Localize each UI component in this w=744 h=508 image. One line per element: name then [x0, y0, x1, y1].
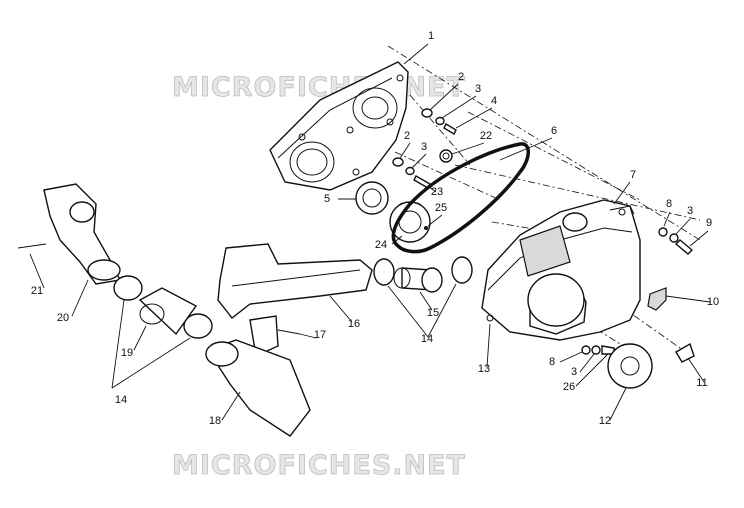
hose-clamps-right [373, 256, 473, 286]
callout-c14a: 14 [421, 333, 433, 345]
screw-17 [277, 329, 301, 335]
washer-bolt-set-right [658, 227, 694, 255]
watermark-top: MICROFICHES.NET [172, 72, 466, 103]
leader-lines [29, 43, 711, 421]
drive-belt [391, 142, 530, 254]
callout-c2a: 2 [458, 71, 464, 83]
callout-c1: 1 [428, 30, 434, 42]
callout-c26: 26 [563, 381, 575, 393]
callout-c4: 4 [491, 95, 497, 107]
retainer [675, 342, 695, 363]
watermark-bottom: MICROFICHES.NET [172, 450, 466, 481]
callout-c3d: 3 [571, 366, 577, 378]
callout-c24: 24 [375, 239, 387, 251]
callout-c7: 7 [630, 169, 636, 181]
seal [355, 181, 389, 215]
washer-bolt-set-lower [392, 157, 431, 189]
callout-c22: 22 [480, 130, 492, 142]
callout-c3a: 3 [475, 83, 481, 95]
coupler-hose [393, 267, 443, 293]
air-duct [217, 243, 373, 358]
callout-c2b: 2 [404, 130, 410, 142]
callout-c11: 11 [696, 377, 707, 389]
callout-c9: 9 [706, 217, 712, 229]
callout-c15: 15 [427, 307, 439, 319]
callout-c17: 17 [314, 329, 326, 341]
gasket-ring [607, 343, 653, 389]
outlet-duct [205, 339, 311, 437]
inlet-elbow [43, 183, 122, 285]
callout-c5: 5 [324, 193, 330, 205]
outer-clutch-cover [481, 199, 641, 341]
callout-c18: 18 [209, 415, 221, 427]
callout-c3c: 3 [687, 205, 693, 217]
clip [647, 287, 667, 311]
callout-c12: 12 [599, 415, 611, 427]
screw [17, 243, 47, 249]
washer-bolt-set-lower-right [581, 345, 615, 355]
callout-c14b: 14 [115, 394, 127, 406]
callout-c23: 23 [431, 186, 443, 198]
callout-c8b: 8 [549, 356, 555, 368]
callout-c10: 10 [707, 296, 719, 308]
hose [138, 287, 198, 336]
callout-c16: 16 [348, 318, 360, 330]
callout-c13: 13 [478, 363, 490, 375]
inner-drive-cover [269, 61, 409, 191]
washer-bolt-set-upper [421, 108, 457, 163]
callout-c8a: 8 [666, 198, 672, 210]
hose-clamps-left [113, 275, 213, 339]
callout-c6: 6 [551, 125, 557, 137]
callout-c21: 21 [31, 285, 43, 297]
callout-c25: 25 [435, 202, 447, 214]
callout-c3b: 3 [421, 141, 427, 153]
callout-c19: 19 [121, 347, 133, 359]
callout-c20: 20 [57, 312, 69, 324]
